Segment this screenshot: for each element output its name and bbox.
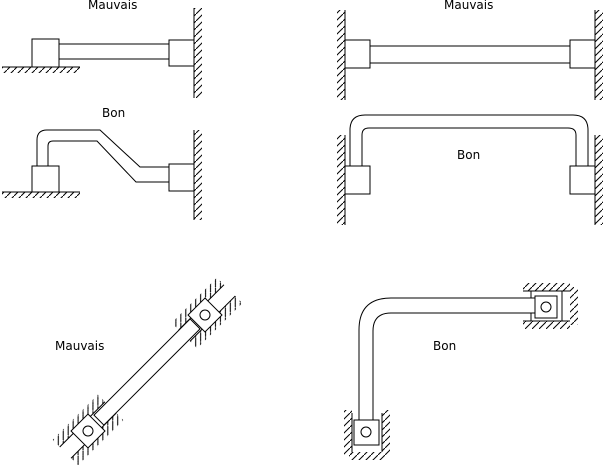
label-top-left: Mauvais	[88, 0, 137, 12]
panel-top-left-bad: Mauvais	[2, 0, 202, 98]
wall-hatch	[193, 8, 202, 98]
anchor-block-bottom	[70, 413, 106, 449]
u-pipe-inner-edge	[361, 127, 577, 166]
anchor-block-left	[31, 165, 60, 193]
anchor-block-right	[168, 39, 195, 67]
anchor-block-left	[344, 39, 371, 69]
wall-hatch-left	[337, 135, 346, 225]
support-hatch-top-right	[523, 283, 578, 329]
panel-top-right-bad: Mauvais	[337, 0, 603, 100]
bent-pipe-outer-edge	[36, 129, 169, 168]
wall-hatch-right	[594, 135, 603, 225]
anchor-block-left	[344, 165, 371, 195]
panel-bottom-left-bad: Mauvais	[52, 277, 243, 465]
anchor-block-left	[31, 38, 60, 68]
ground-hatch	[2, 66, 80, 73]
u-pipe-outer-edge	[349, 114, 589, 166]
label-top-right: Mauvais	[444, 0, 493, 12]
ground-hatch	[2, 191, 80, 198]
label-mid-left: Bon	[102, 106, 125, 120]
label-bottom-right: Bon	[433, 339, 456, 353]
panel-bottom-right-good: Bon	[344, 283, 578, 460]
anchor-block-right	[569, 165, 596, 195]
bent-pipe-inner-edge	[47, 140, 169, 183]
wall-hatch	[193, 130, 202, 220]
wall-hatch-left	[337, 10, 346, 100]
panel-mid-left-good: Bon	[2, 106, 202, 220]
support-hatch-bottom-left	[344, 410, 390, 460]
anchor-block-top	[534, 295, 558, 319]
pipe	[369, 45, 571, 64]
panel-mid-right-good: Bon	[337, 114, 603, 225]
anchor-block-right	[168, 163, 195, 192]
anchor-block-bottom	[353, 419, 380, 446]
anchor-block-top	[187, 297, 223, 333]
wall-hatch-right	[594, 10, 603, 100]
anchor-block-right	[569, 39, 596, 69]
l-pipe	[358, 297, 536, 421]
label-mid-right: Bon	[457, 148, 480, 162]
diagonal-pipe	[93, 318, 201, 426]
label-bottom-left: Mauvais	[55, 339, 104, 353]
pipe	[58, 43, 170, 60]
